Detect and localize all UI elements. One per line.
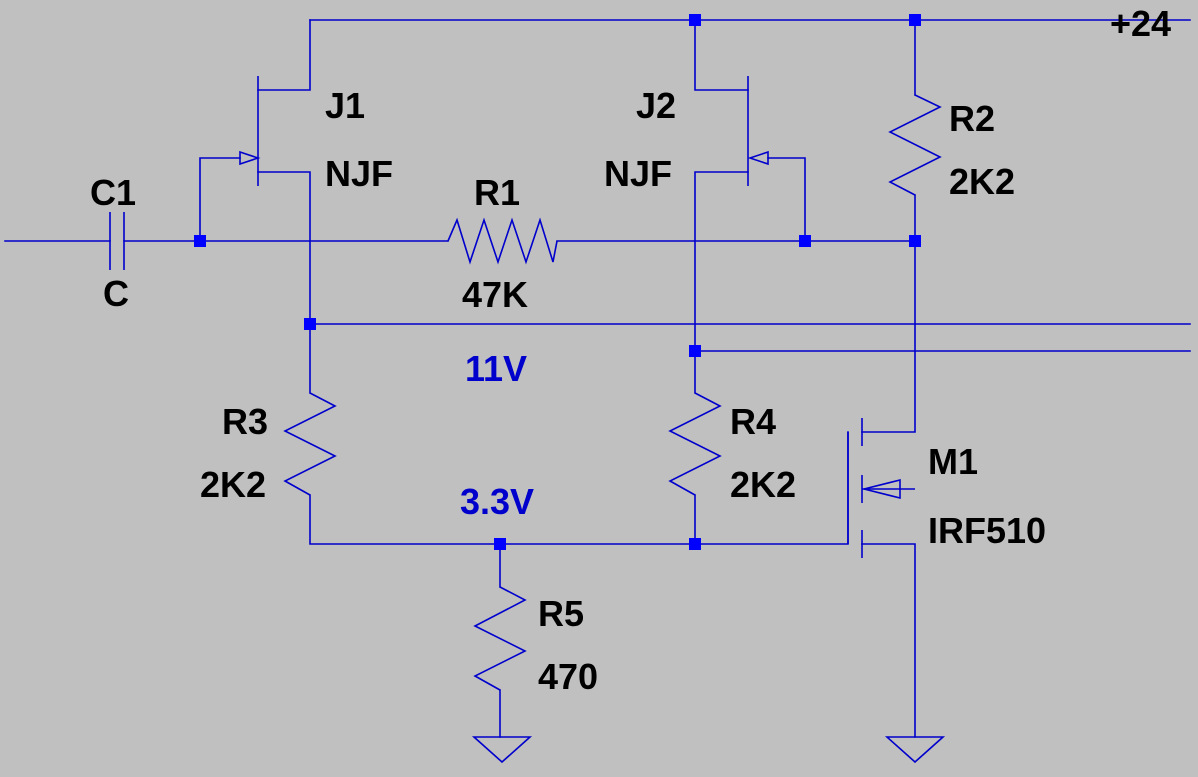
- j2-value-label: NJF: [604, 153, 672, 194]
- njfet-j2: [747, 76, 769, 186]
- junction-dot: [304, 318, 316, 330]
- resistor-r4: [668, 392, 722, 496]
- r3-ref-label: R3: [222, 401, 268, 442]
- r4-ref-label: R4: [730, 401, 776, 442]
- nmos-m1: [847, 418, 915, 558]
- j1-source-wire: [257, 171, 311, 394]
- nmos-icon: [847, 418, 915, 558]
- j1-drain-wire: [257, 19, 311, 91]
- resistor-r5: [473, 586, 527, 691]
- resistor-icon: [473, 586, 527, 691]
- capacitor-icon: [109, 212, 125, 270]
- ground-r5: [471, 736, 533, 764]
- net-label-lower: 3.3V: [460, 481, 534, 522]
- m1-drain-wire: [861, 240, 916, 433]
- labels: +24 C1 C J1 NJF J2 NJF R1 47K R2 2K2 R3 …: [90, 3, 1171, 697]
- j2-source-wire: [694, 171, 749, 394]
- m1-ref-label: M1: [928, 441, 978, 482]
- resistor-r3: [283, 392, 337, 496]
- power-label: +24: [1110, 3, 1171, 44]
- njfet-icon: [747, 76, 769, 186]
- r4-value-label: 2K2: [730, 464, 796, 505]
- m1-source-wire: [861, 543, 916, 738]
- wires: [4, 19, 1191, 738]
- junction-dot: [494, 538, 506, 550]
- junction-dot: [689, 345, 701, 357]
- r5-ref-label: R5: [538, 593, 584, 634]
- resistor-r1: [447, 217, 558, 265]
- j1-ref-label: J1: [325, 85, 365, 126]
- capacitor-c1: [109, 212, 125, 270]
- r2-ref-label: R2: [949, 98, 995, 139]
- j1-gate-wire: [199, 157, 241, 242]
- resistor-icon: [283, 392, 337, 496]
- c1-ref-label: C1: [90, 172, 136, 213]
- njfet-icon: [239, 76, 261, 186]
- njfet-j1: [239, 76, 261, 186]
- j2-ref-label: J2: [636, 85, 676, 126]
- resistor-icon: [888, 94, 942, 196]
- net-label-upper: 11V: [465, 348, 527, 389]
- r1-value-label: 47K: [462, 274, 528, 315]
- resistor-r2: [888, 94, 942, 196]
- m1-value-label: IRF510: [928, 510, 1046, 551]
- junctions: [194, 14, 921, 550]
- junction-dot: [799, 235, 811, 247]
- ground-icon: [471, 736, 533, 764]
- r1-ref-label: R1: [474, 172, 520, 213]
- r5-value-label: 470: [538, 656, 598, 697]
- junction-dot: [909, 14, 921, 26]
- r3-value-label: 2K2: [200, 464, 266, 505]
- junction-dot: [909, 235, 921, 247]
- ground-icon: [884, 736, 946, 764]
- j2-drain-wire: [694, 19, 749, 91]
- ground-m1: [884, 736, 946, 764]
- junction-dot: [194, 235, 206, 247]
- resistor-icon: [447, 217, 558, 265]
- junction-dot: [689, 538, 701, 550]
- resistor-icon: [668, 392, 722, 496]
- j2-gate-wire: [767, 157, 806, 242]
- c1-value-label: C: [103, 273, 129, 314]
- junction-dot: [689, 14, 701, 26]
- j1-value-label: NJF: [325, 153, 393, 194]
- r3-bottom-wire: [309, 494, 501, 545]
- r2-value-label: 2K2: [949, 161, 1015, 202]
